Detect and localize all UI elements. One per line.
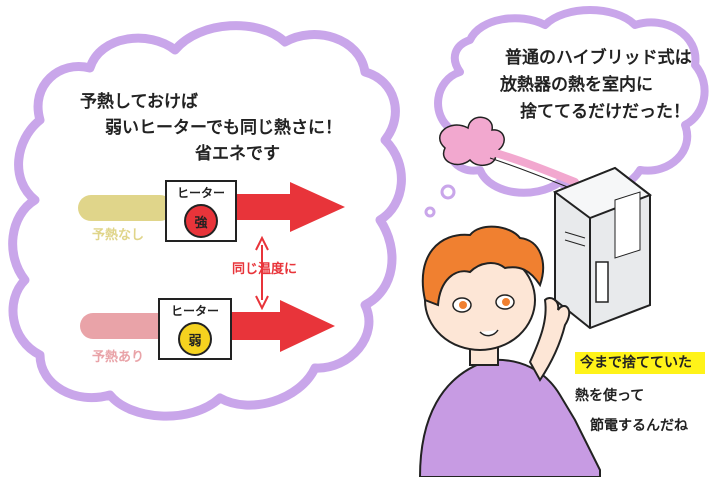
caption-line-3: 節電するんだね bbox=[590, 418, 688, 434]
preheat-label: 予熱あり bbox=[92, 350, 145, 365]
strong-heater-box: ヒーター 強 bbox=[165, 180, 237, 242]
left-bubble-line-2: 弱いヒーターでも同じ熱さに！ bbox=[105, 118, 342, 138]
caption-line-1: 今まで捨てていた bbox=[580, 355, 692, 371]
hybrid-appliance bbox=[552, 166, 653, 330]
top-red-arrow bbox=[235, 182, 345, 232]
character bbox=[418, 225, 601, 477]
left-bubble-line-1: 予熱しておけば bbox=[80, 92, 198, 112]
right-thought-cloud bbox=[434, 6, 709, 197]
weak-heater-box: ヒーター 弱 bbox=[158, 298, 232, 360]
bottom-red-arrow bbox=[232, 300, 335, 352]
right-bubble-line-3: 捨ててるだけだった！ bbox=[520, 102, 690, 122]
no-preheat-label: 予熱なし bbox=[92, 228, 145, 243]
left-bubble-line-3: 省エネです bbox=[195, 144, 280, 164]
caption-line-2: 熱を使って bbox=[575, 388, 645, 404]
same-temperature-label: 同じ温度に bbox=[232, 262, 298, 277]
character-hair bbox=[421, 225, 545, 307]
right-bubble-line-1: 普通のハイブリッド式は bbox=[505, 48, 692, 68]
strong-heater-label: ヒーター bbox=[176, 186, 225, 200]
weak-dial: 弱 bbox=[178, 322, 212, 356]
right-bubble-line-2: 放熱器の熱を室内に bbox=[500, 75, 653, 95]
strong-dial: 強 bbox=[184, 204, 218, 238]
no-preheat-bar bbox=[78, 195, 173, 221]
steam-swirl bbox=[439, 116, 505, 167]
weak-heater-label: ヒーター bbox=[170, 304, 219, 318]
preheat-bar bbox=[80, 313, 175, 339]
character-shirt bbox=[418, 358, 601, 477]
